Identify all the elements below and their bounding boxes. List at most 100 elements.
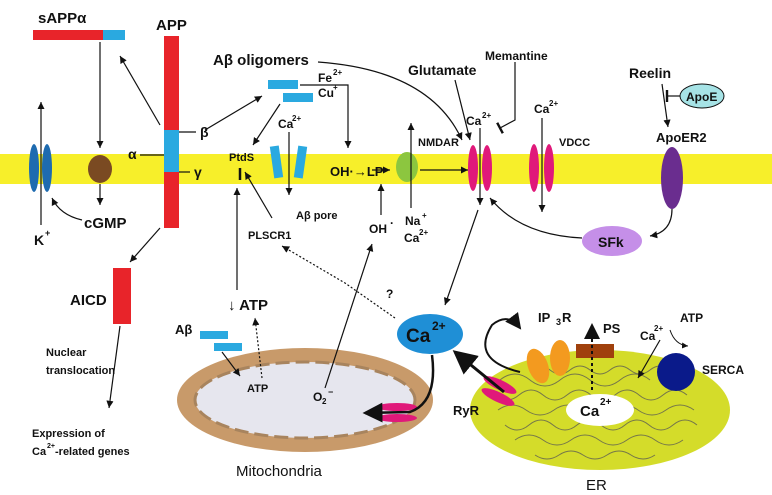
- ip3r-label: IP: [538, 310, 551, 325]
- ptds-label: PtdS: [229, 152, 254, 164]
- sfk-bubble: [582, 226, 642, 256]
- ca-er-superscript: 2+: [600, 397, 612, 408]
- memantine-label: Memantine: [485, 49, 548, 63]
- arrow-nmdar-to-ca-center: [443, 209, 479, 306]
- arrow-ryr-to-ca-center: [452, 350, 505, 394]
- vdcc-channel-right: [544, 144, 554, 192]
- ab-oligomers-label: Aβ oligomers: [213, 52, 309, 69]
- apoer2-label: ApoER2: [656, 130, 707, 145]
- ip3r-receptor-left: [526, 348, 550, 384]
- ohlp-label: OH·→LP: [330, 164, 384, 179]
- sapp-alpha-blue-bar: [103, 30, 125, 40]
- ab-pore-right: [293, 145, 308, 179]
- k-superscript: +: [45, 228, 50, 238]
- serca-pump: [657, 353, 695, 391]
- apoe-label: ApoE: [686, 90, 717, 104]
- arrow-ip3r-release: [484, 312, 522, 373]
- ca-na-superscript: 2+: [419, 228, 428, 237]
- cu-superscript: +: [333, 83, 338, 92]
- aicd-label: AICD: [70, 292, 107, 309]
- memantine-inhibition: [496, 62, 516, 134]
- ca-center-bubble: [397, 314, 463, 354]
- ca-er-top-superscript: 2+: [654, 324, 663, 333]
- arrow-reelin-to-apoer2: [661, 83, 671, 128]
- ab-oligomer-bar-1: [268, 80, 298, 89]
- cell-membrane: [0, 154, 772, 184]
- ca-er-top-label: Ca: [640, 329, 656, 343]
- arrow-plscr1-to-ptds: [244, 171, 273, 219]
- arrow-sfk-to-nmdar: [489, 197, 583, 239]
- ca-vdcc-label: Ca: [534, 102, 550, 116]
- arrow-ca-to-mito: [362, 354, 435, 423]
- nmdar-channel-left: [468, 145, 478, 191]
- cgmp-enzyme-oval: [88, 155, 112, 183]
- oh-dot: ·: [390, 216, 394, 230]
- expression-ca-label: Ca: [32, 446, 47, 458]
- ca-er-label: Ca: [580, 403, 600, 420]
- arrow-glutamate-to-nmdar: [454, 79, 472, 141]
- arrow-o2-to-oh: [324, 243, 374, 389]
- app-top-segment: [164, 36, 179, 130]
- ryr-channel-bottom: [481, 388, 515, 406]
- apoer2-receptor: [661, 147, 683, 209]
- beta-label: β: [200, 124, 209, 140]
- o2-subscript: 2: [322, 397, 327, 406]
- ca-vdcc-superscript: 2+: [549, 99, 558, 108]
- ca-pore-superscript: 2+: [292, 114, 301, 123]
- alpha-label: α: [128, 146, 137, 162]
- ab-mito-bar-2: [214, 343, 242, 351]
- na-superscript: +: [422, 211, 427, 220]
- atp-er-label: ATP: [680, 311, 703, 325]
- app-middle-segment: [164, 130, 179, 172]
- reelin-label: Reelin: [629, 65, 671, 81]
- cgmp-label: cGMP: [84, 215, 127, 232]
- ca-na-label: Ca: [404, 231, 420, 245]
- o2-label: O: [313, 390, 322, 404]
- arrow-oligomers-to-ptds: [252, 103, 281, 146]
- arrow-ca-into-serca: [637, 339, 661, 379]
- gamma-label: γ: [194, 164, 202, 180]
- fe-label: Fe: [318, 71, 332, 85]
- arrow-app-to-sapp: [119, 55, 161, 126]
- fe-superscript: 2+: [333, 68, 342, 77]
- ab-mito-label: Aβ: [175, 322, 192, 337]
- k-channel-left: [29, 144, 39, 192]
- dotted-arrow-ca-to-plscr1: [281, 245, 396, 319]
- translocation-label: translocation: [46, 365, 115, 377]
- ab-pore-left: [269, 145, 284, 179]
- apoe-bubble: [679, 83, 725, 109]
- arrow-fe-cu-to-lp: [300, 84, 352, 148]
- cu-label: Cu: [318, 86, 334, 100]
- ip3r-subscript: 3: [556, 317, 561, 327]
- app-label: APP: [156, 17, 187, 34]
- o2-superscript: −: [328, 387, 333, 397]
- sapp-alpha-label: sAPPα: [38, 10, 87, 27]
- k-label: K: [34, 232, 44, 248]
- nmdar-channel-right: [482, 145, 492, 191]
- vdcc-label: VDCC: [559, 137, 590, 149]
- ip3r-receptor-right: [550, 340, 570, 376]
- lp-channel-green: [396, 152, 418, 182]
- mito-uniporter-top: [377, 403, 417, 411]
- nmdar-label: NMDAR: [418, 137, 459, 149]
- ps-label: PS: [603, 321, 621, 336]
- ab-pore-label: Aβ pore: [296, 210, 338, 222]
- er-lumen-ca-bubble: [566, 394, 634, 426]
- arrow-apoer2-to-sfk: [649, 208, 673, 239]
- arrow-ab-into-mito: [221, 351, 241, 377]
- expression-ca-superscript: 2+: [47, 443, 55, 450]
- oh-label: OH: [369, 222, 387, 236]
- expression-of-label: Expression of: [32, 428, 105, 440]
- arrow-cgmp-to-k: [51, 197, 83, 221]
- ca-center-label: Ca: [406, 326, 431, 347]
- mitochondria-inner: [193, 360, 417, 440]
- vdcc-channel-left: [529, 144, 539, 192]
- app-bottom-segment: [164, 172, 179, 228]
- atp-mito-label: ATP: [247, 383, 268, 395]
- ca-nmdar-superscript: 2+: [482, 111, 491, 120]
- er-label: ER: [586, 477, 607, 494]
- sfk-label: SFk: [598, 234, 624, 250]
- ab-oligomer-bar-2: [283, 93, 313, 102]
- ryr-label: RyR: [453, 403, 480, 418]
